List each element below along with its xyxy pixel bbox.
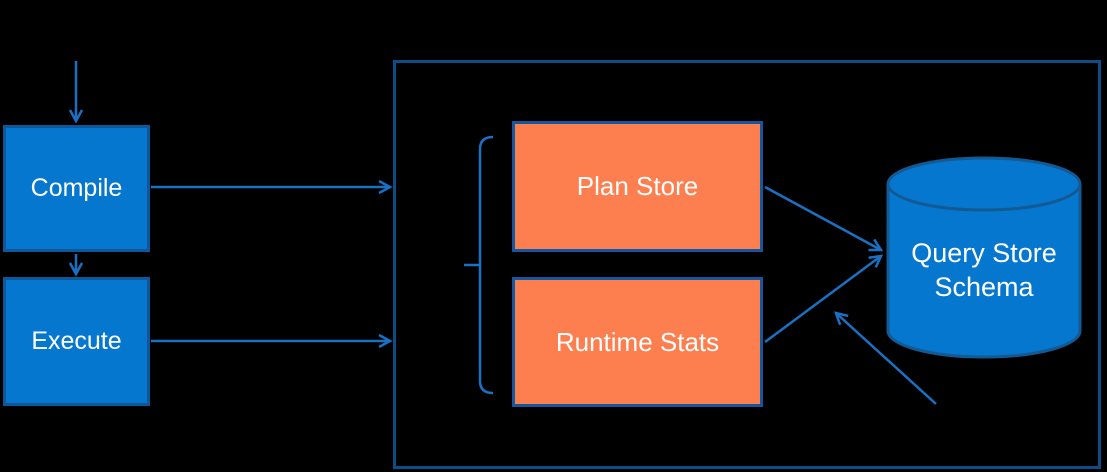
plan-store-node: Plan Store — [512, 121, 763, 252]
runtime-stats-node-label: Runtime Stats — [555, 326, 720, 357]
query-store-schema-label: Query Store Schema — [911, 238, 1057, 302]
execute-node-label: Execute — [31, 327, 122, 355]
compile-node: Compile — [3, 125, 150, 252]
compile-node-label: Compile — [30, 174, 123, 202]
execute-node: Execute — [3, 277, 150, 406]
plan-store-node-label: Plan Store — [576, 171, 699, 201]
runtime-stats-node: Runtime Stats — [512, 277, 763, 407]
query-store-container-box — [393, 60, 1101, 469]
